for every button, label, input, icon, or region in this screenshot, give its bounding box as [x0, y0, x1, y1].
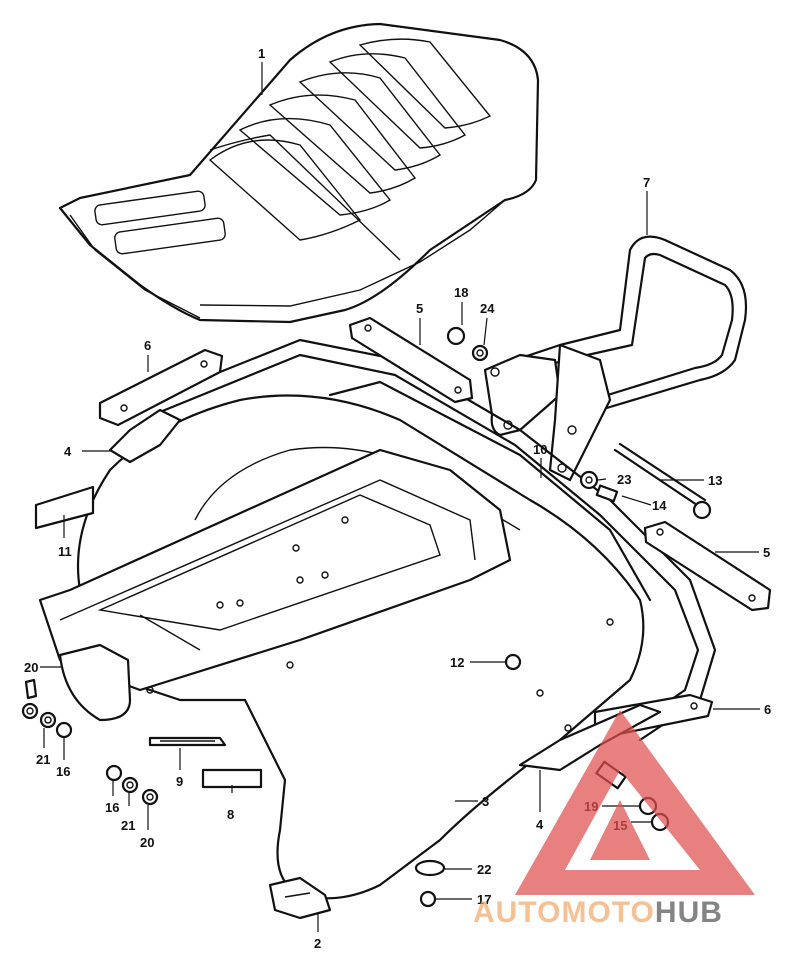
callout-2: 2 [314, 936, 321, 951]
bracket-upper [348, 316, 474, 404]
callout-11: 11 [58, 544, 72, 559]
callout-4-lower: 4 [536, 817, 544, 832]
decal-11 [34, 485, 95, 530]
leader-lines [40, 62, 760, 932]
callout-3: 3 [482, 794, 489, 809]
seat [58, 22, 540, 324]
callout-5-lower: 5 [763, 545, 770, 560]
long-bolt [613, 442, 712, 520]
callout-7: 7 [643, 175, 650, 190]
callout-21-right: 21 [121, 818, 135, 833]
callout-20-right: 20 [140, 835, 154, 850]
plate-upper [98, 348, 224, 427]
watermark-triangle-icon [515, 710, 755, 895]
callout-4-upper: 4 [64, 444, 72, 459]
callout-10: 10 [533, 442, 547, 457]
callout-16-left: 16 [56, 764, 70, 779]
emblem-9 [148, 736, 227, 747]
strip-upper [108, 408, 182, 464]
callout-18: 18 [454, 285, 468, 300]
grab-rail [483, 235, 748, 482]
callout-9: 9 [176, 774, 183, 789]
callout-12: 12 [450, 655, 464, 670]
watermark-text: AUTOMOTOHUB [473, 896, 723, 929]
callout-23: 23 [617, 472, 631, 487]
decal-8 [201, 768, 263, 789]
callout-5-upper: 5 [416, 301, 423, 316]
callout-17: 17 [477, 892, 491, 907]
tail-bracket [268, 876, 332, 920]
watermark: AUTOMOTOHUB [473, 710, 755, 929]
callout-24: 24 [480, 301, 495, 316]
callout-6-upper: 6 [144, 338, 151, 353]
callout-13: 13 [708, 473, 722, 488]
callout-16-right: 16 [105, 800, 119, 815]
callout-8: 8 [227, 807, 234, 822]
bracket-lower [643, 520, 772, 612]
callout-20-left: 20 [24, 660, 38, 675]
watermark-text-dark: HUB [655, 896, 723, 929]
callout-14: 14 [652, 498, 667, 513]
callout-21-left: 21 [36, 752, 50, 767]
watermark-text-light: AUTOMOTO [473, 896, 655, 929]
watermark-inner-triangle-icon [590, 800, 650, 860]
callout-22: 22 [477, 862, 491, 877]
callout-6-lower: 6 [764, 702, 771, 717]
callout-1: 1 [258, 46, 265, 61]
